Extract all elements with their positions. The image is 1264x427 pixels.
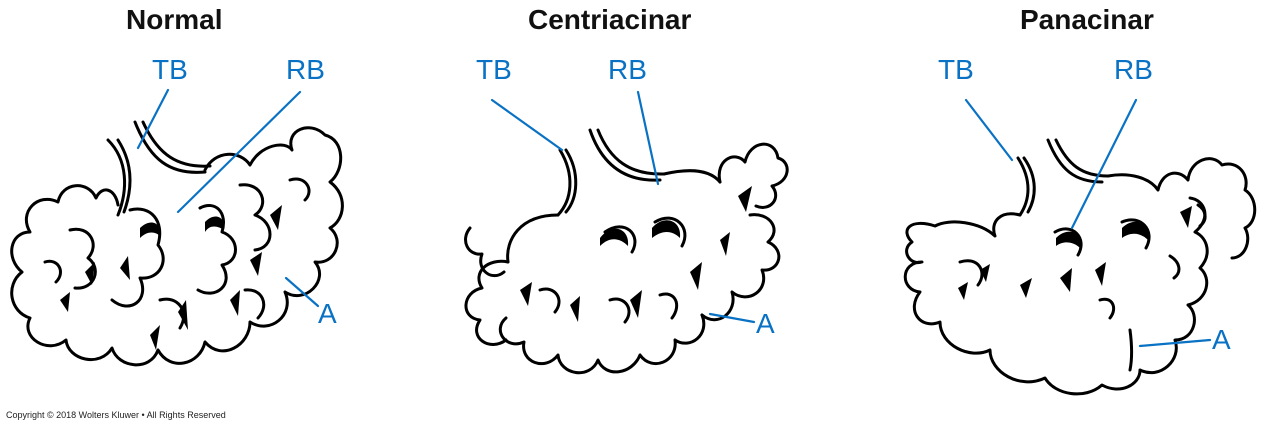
- label-tb: TB: [476, 54, 512, 85]
- panel-title: Panacinar: [1020, 4, 1154, 35]
- panel-title: Normal: [126, 4, 223, 35]
- label-tb: TB: [938, 54, 974, 85]
- panel-title: Centriacinar: [528, 4, 692, 35]
- rb-leader-line: [176, 90, 302, 214]
- label-rb: RB: [608, 54, 647, 85]
- rb-leader-line: [636, 90, 660, 186]
- panel-centriacinar: Centriacinar: [420, 0, 840, 427]
- label-tb: TB: [152, 54, 188, 85]
- a-leader-line: [284, 276, 320, 308]
- tb-leader-line: [490, 98, 564, 152]
- a-leader-line: [1138, 338, 1212, 348]
- label-rb: RB: [1114, 54, 1153, 85]
- label-rb: RB: [286, 54, 325, 85]
- label-a: A: [1212, 324, 1231, 355]
- tb-leader-line: [964, 98, 1014, 162]
- normal-acinus-drawing: [10, 88, 344, 367]
- panel-normal: Normal: [0, 0, 420, 427]
- rb-leader-line: [1070, 98, 1138, 230]
- a-leader-line: [708, 312, 756, 324]
- tb-leader-line: [136, 88, 170, 150]
- copyright-notice: Copyright © 2018 Wolters Kluwer • All Ri…: [6, 410, 226, 420]
- label-a: A: [318, 298, 337, 329]
- panacinar-acinus-drawing: [903, 98, 1257, 396]
- panel-panacinar: Panacinar: [840, 0, 1264, 427]
- label-a: A: [756, 308, 775, 339]
- centriacinar-acinus-drawing: [464, 90, 789, 375]
